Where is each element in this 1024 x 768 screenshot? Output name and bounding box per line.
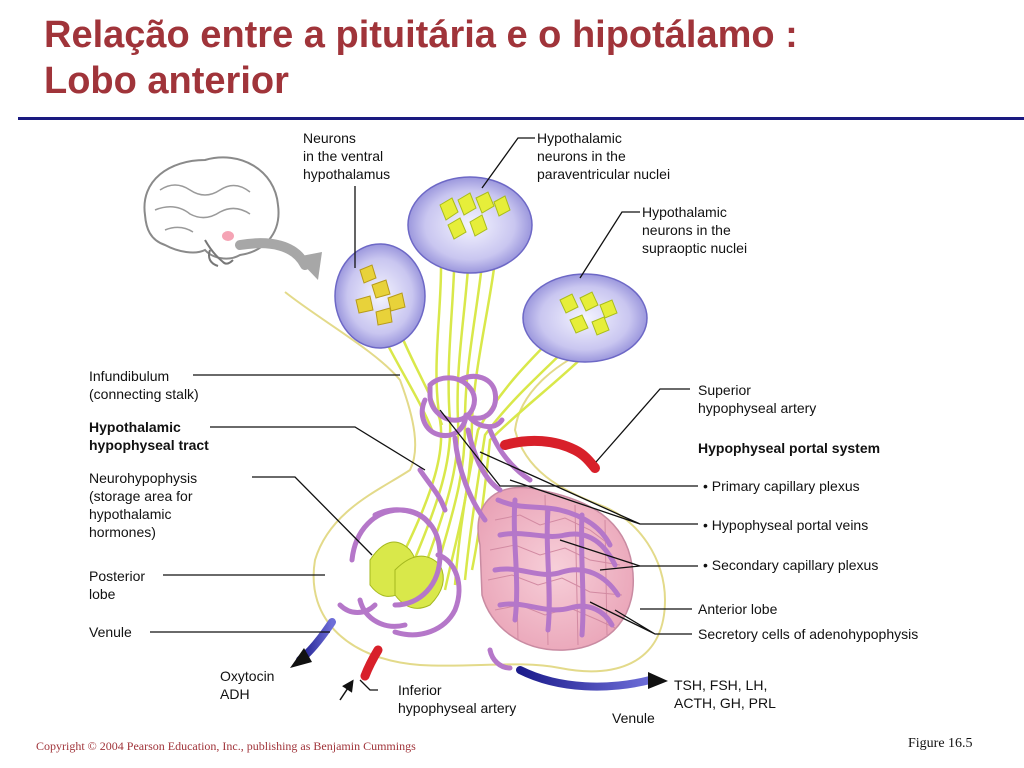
venule-bottom xyxy=(516,666,654,691)
label-venule-left: Venule xyxy=(89,624,132,640)
title-rule xyxy=(18,117,1024,120)
label-portal-veins: • Hypophyseal portal veins xyxy=(703,517,868,533)
label-neurons-ventral-3: hypothalamus xyxy=(303,166,390,182)
footer-figure-number: Figure 16.5 xyxy=(908,736,973,751)
label-secretory-cells: Secretory cells of adenohypophysis xyxy=(698,626,918,642)
label-oxytocin-adh: Oxytocin ADH xyxy=(220,668,274,702)
label-supraoptic-1: Hypothalamic xyxy=(642,204,727,220)
slide-title-line2: Lobo anterior xyxy=(44,60,289,102)
label-neurohypophysis-3: hypothalamic xyxy=(89,506,172,522)
label-adh: ADH xyxy=(220,686,250,702)
label-neurons-ventral: Neurons in the ventral hypothalamus xyxy=(303,130,390,182)
inferior-hypophyseal-artery xyxy=(360,645,383,681)
slide-title: Relação entre a pituitária e o hipotálam… xyxy=(44,12,984,104)
capillary-network xyxy=(337,374,621,671)
label-oxytocin: Oxytocin xyxy=(220,668,274,684)
label-hypothalamic-tract-1: Hypothalamic xyxy=(89,419,181,435)
label-neurohypophysis-4: hormones) xyxy=(89,524,156,540)
label-superior-artery-1: Superior xyxy=(698,382,751,398)
label-primary-plexus: • Primary capillary plexus xyxy=(703,478,860,494)
label-supraoptic-3: supraoptic nuclei xyxy=(642,240,747,256)
label-hormones-out-1: TSH, FSH, LH, xyxy=(674,677,767,693)
label-superior-artery: Superior hypophyseal artery xyxy=(698,382,816,416)
label-neurons-ventral-1: Neurons xyxy=(303,130,356,146)
label-secondary-plexus: • Secondary capillary plexus xyxy=(703,557,878,573)
label-hormones-out: TSH, FSH, LH, ACTH, GH, PRL xyxy=(674,677,776,711)
footer-copyright: Copyright © 2004 Pearson Education, Inc.… xyxy=(36,739,416,753)
label-inferior-artery: Inferior hypophyseal artery xyxy=(398,682,516,716)
label-supraoptic-2: neurons in the xyxy=(642,222,731,238)
label-paraventricular-2: neurons in the xyxy=(537,148,626,164)
label-supraoptic: Hypothalamic neurons in the supraoptic n… xyxy=(642,204,747,256)
label-infundibulum-2: (connecting stalk) xyxy=(89,386,199,402)
label-venule-bottom: Venule xyxy=(612,710,655,726)
curved-arrow-icon xyxy=(235,238,310,270)
label-paraventricular-1: Hypothalamic xyxy=(537,130,622,146)
label-infundibulum-1: Infundibulum xyxy=(89,368,169,384)
label-inferior-artery-2: hypophyseal artery xyxy=(398,700,516,716)
label-hypothalamic-tract-2: hypophyseal tract xyxy=(89,437,209,453)
nucleus-paraventricular xyxy=(407,176,533,274)
label-neurohypophysis-2: (storage area for xyxy=(89,488,193,504)
leader-lines xyxy=(150,137,698,691)
label-posterior-lobe-1: Posterior xyxy=(89,568,145,584)
label-neurohypophysis-1: Neurohypophysis xyxy=(89,470,197,486)
label-paraventricular-3: paraventricular nuclei xyxy=(537,166,670,182)
superior-hypophyseal-artery xyxy=(500,435,600,473)
label-hormones-out-2: ACTH, GH, PRL xyxy=(674,695,776,711)
label-inferior-artery-1: Inferior xyxy=(398,682,442,698)
label-neurons-ventral-2: in the ventral xyxy=(303,148,383,164)
label-hypothalamic-tract: Hypothalamic hypophyseal tract xyxy=(89,419,209,453)
label-posterior-lobe-2: lobe xyxy=(89,586,116,602)
posterior-lobe-terminals xyxy=(369,541,444,609)
label-paraventricular: Hypothalamic neurons in the paraventricu… xyxy=(537,130,670,182)
label-infundibulum: Infundibulum (connecting stalk) xyxy=(89,368,199,402)
slide-title-line1: Relação entre a pituitária e o hipotálam… xyxy=(44,14,798,56)
label-portal-system: Hypophyseal portal system xyxy=(698,440,880,456)
label-posterior-lobe: Posterior lobe xyxy=(89,568,145,602)
brain-thumbnail-icon xyxy=(143,156,280,267)
label-superior-artery-2: hypophyseal artery xyxy=(698,400,816,416)
nucleus-supraoptic xyxy=(522,273,648,363)
nucleus-ventral xyxy=(334,243,426,349)
label-anterior-lobe: Anterior lobe xyxy=(698,601,778,617)
label-neurohypophysis: Neurohypophysis (storage area for hypoth… xyxy=(89,470,197,540)
